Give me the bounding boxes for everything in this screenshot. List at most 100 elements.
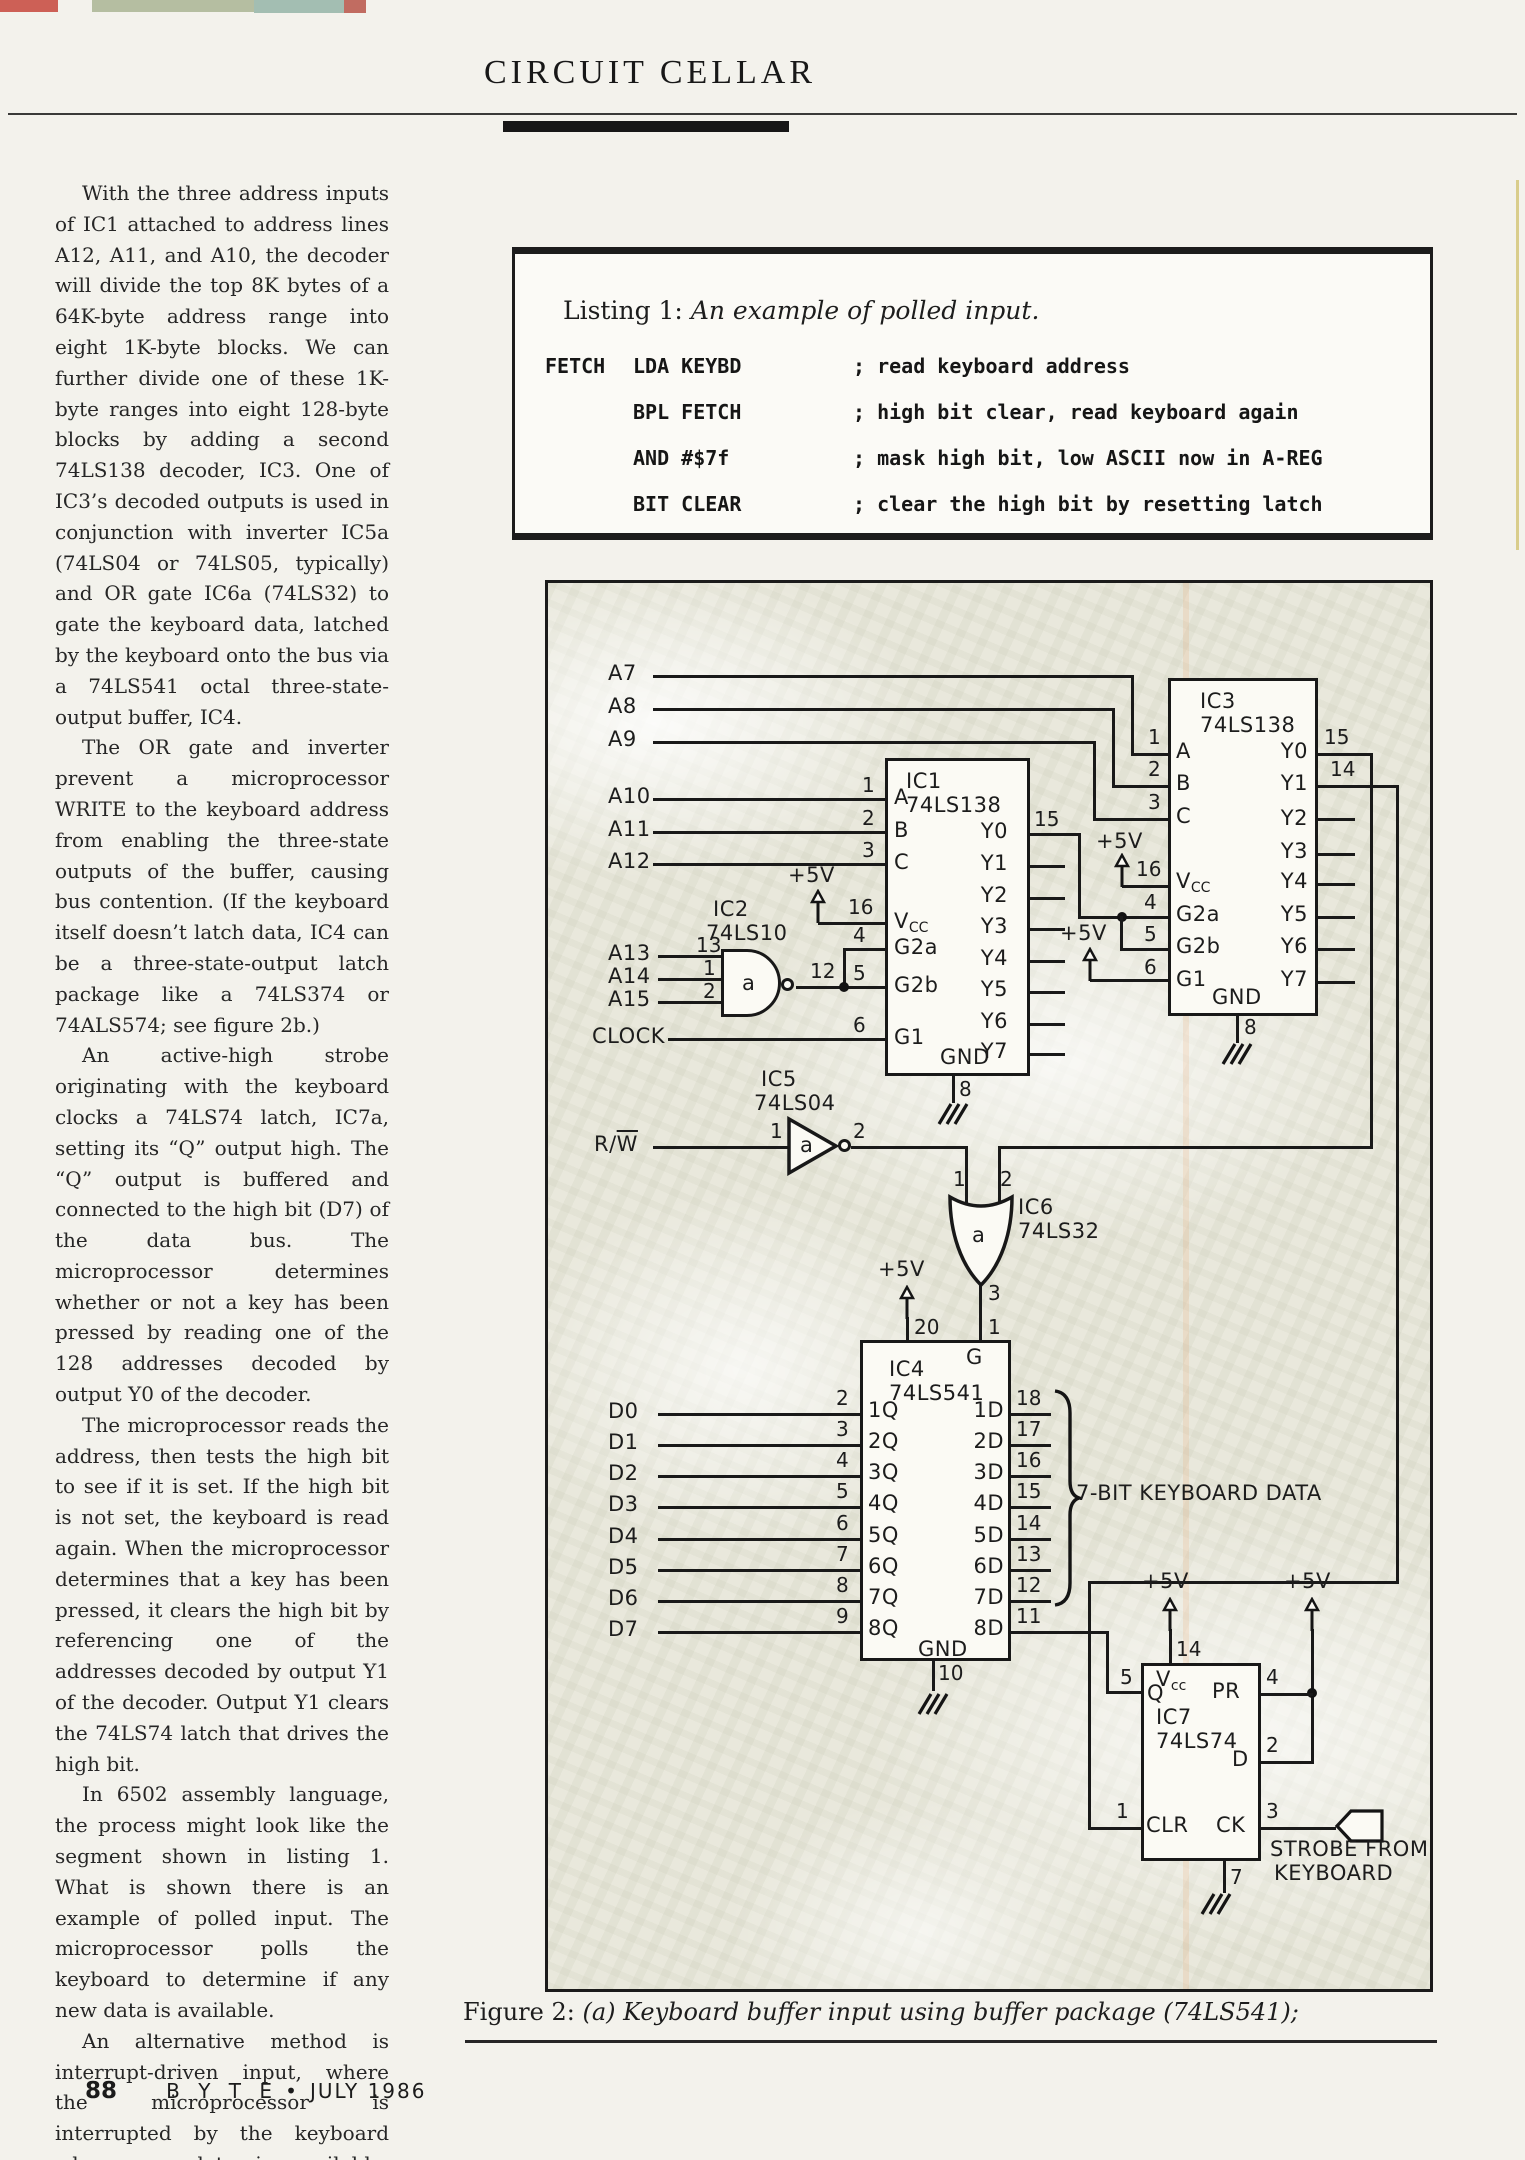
ic4-pin-name: 3Q [868, 1460, 899, 1484]
ic1-pin-name: Y4 [980, 946, 1008, 970]
wire [653, 1146, 789, 1149]
vcc-sub: CC [1190, 880, 1211, 896]
ic3-pin-num: 2 [1148, 757, 1161, 781]
magazine-name: B Y T E [166, 2079, 278, 2103]
ic6-ref: IC6 [1018, 1195, 1054, 1219]
ic3-gnd: GND [1212, 985, 1262, 1009]
ic2-inner: a [742, 971, 756, 995]
ic3-box [1168, 678, 1318, 1016]
ic1-ref: IC1 [906, 769, 942, 793]
ic1-part: 74LS138 [906, 793, 1002, 817]
ic1-vcc: VCC [894, 909, 929, 936]
figure-caption: Figure 2: (a) Keyboard buffer input usin… [463, 1998, 1438, 2026]
ic2-pin-num: 1 [703, 956, 716, 980]
ic7-pin-num: 5 [1120, 1665, 1133, 1689]
signal-label: D4 [608, 1524, 639, 1548]
wire [658, 1631, 860, 1634]
wire [1011, 1569, 1051, 1572]
ic5-pin-num: 1 [770, 1119, 783, 1143]
ic4-gnd: GND [918, 1637, 968, 1661]
ic4-pin-num: 14 [1016, 1511, 1042, 1535]
wire [1030, 960, 1065, 963]
wire [668, 1038, 885, 1041]
signal-label: D1 [608, 1430, 639, 1454]
wire [653, 831, 885, 834]
wire [658, 955, 724, 958]
code-line: BPL FETCH ; high bit clear, read keyboar… [515, 400, 1430, 426]
paragraph: The OR gate and inverter prevent a micro… [55, 735, 389, 1037]
wire [1318, 948, 1355, 951]
ic4-pin-num: 1 [988, 1315, 1001, 1339]
ic1-pin-num: 4 [853, 923, 866, 947]
issue-date: JULY 1986 [309, 2079, 427, 2103]
vcc-main: V [1156, 1667, 1171, 1691]
ic4-pin-name: 7D [973, 1585, 1004, 1609]
wire [1236, 1016, 1239, 1043]
signal-label: D2 [608, 1461, 639, 1485]
ic1-pin-name: G2b [894, 973, 939, 997]
ic7-pin-num: 7 [1230, 1865, 1243, 1889]
inverter-bubble-icon [838, 1139, 851, 1152]
ic6-part: 74LS32 [1018, 1219, 1100, 1243]
article-text: With the three address inputs of IC1 att… [55, 178, 389, 2160]
scan-artifact [344, 0, 366, 13]
wire [658, 1506, 860, 1509]
ground-icon [1200, 1893, 1232, 1915]
listing-title: Listing 1: An example of polled input. [563, 296, 1039, 325]
ic4-pin-name: 5D [973, 1523, 1004, 1547]
ic7-pin-name: PR [1212, 1679, 1241, 1703]
caption-text: (a) Keyboard buffer input using buffer p… [582, 1998, 1299, 2026]
ic5-inner: a [800, 1133, 814, 1157]
wire [1169, 1629, 1172, 1663]
wire [1131, 753, 1168, 756]
wire [932, 1661, 935, 1691]
inverter-gate-ic5 [787, 1116, 840, 1176]
ic4-g: G [966, 1345, 983, 1369]
wire [653, 675, 1131, 678]
ic1-box [885, 758, 1030, 1076]
power-arrow-icon [1162, 1597, 1178, 1631]
ic7-part: 74LS74 [1156, 1729, 1238, 1753]
page-footer: 88 B Y T E • JULY 1986 [85, 2078, 426, 2104]
ic4-part: 74LS541 [889, 1381, 985, 1405]
vcc-main: V [894, 909, 909, 933]
keyboard-data-label: 7-BIT KEYBOARD DATA [1076, 1481, 1322, 1505]
ic3-pin-name: Y6 [1280, 934, 1308, 958]
ic4-pin-name: 2Q [868, 1429, 899, 1453]
ic4-pin-name: 8Q [868, 1616, 899, 1640]
vcc-main: V [1176, 869, 1191, 893]
ic1-pin-name: G2a [894, 935, 939, 959]
wire [658, 1538, 860, 1541]
ic3-pin-num: 4 [1144, 890, 1157, 914]
ic3-pin-num: 14 [1330, 757, 1356, 781]
ic3-pin-name: G2b [1176, 934, 1221, 958]
ic4-pin-name: 3D [973, 1460, 1004, 1484]
ic1-pin-num: 8 [959, 1077, 972, 1101]
vcc-sub: CC [908, 920, 929, 936]
code-instruction: LDA KEYBD [633, 354, 742, 378]
wire [1088, 1581, 1091, 1830]
caption-rule [465, 2040, 1437, 2043]
ic4-pin-num: 18 [1016, 1386, 1042, 1410]
ic3-pin-name: A [1176, 739, 1191, 763]
ic3-pin-num: 1 [1148, 725, 1161, 749]
ic1-pin-name: Y1 [980, 851, 1008, 875]
wire [1011, 1600, 1051, 1603]
ic4-pin-num: 6 [836, 1511, 849, 1535]
ic3-pin-name: B [1176, 771, 1191, 795]
page-number: 88 [85, 2078, 118, 2104]
wire [1030, 991, 1065, 994]
power-label: +5V [1142, 1569, 1189, 1593]
listing-title-label: Listing 1: [563, 296, 683, 325]
wire [1120, 916, 1123, 951]
wire [1318, 785, 1396, 788]
wire [1318, 883, 1355, 886]
scan-artifact [1183, 583, 1189, 1989]
ic1-gnd: GND [940, 1045, 990, 1069]
wire [1030, 897, 1065, 900]
ic1-pin-num: 5 [853, 961, 866, 985]
wire [653, 798, 885, 801]
ic5-pin-num: 2 [853, 1119, 866, 1143]
ic4-pin-num: 20 [914, 1315, 940, 1339]
wire [906, 1317, 909, 1340]
